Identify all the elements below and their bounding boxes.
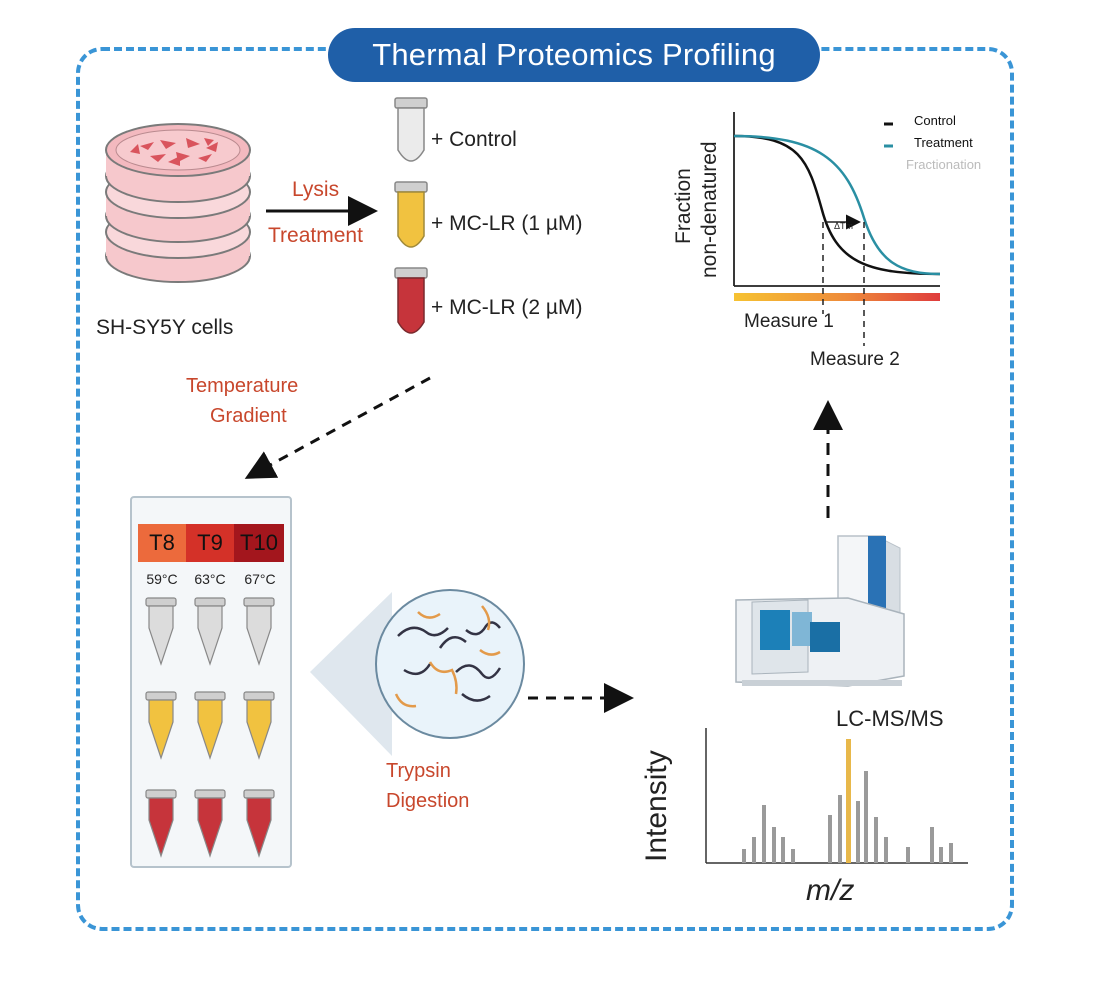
sample-tube-icon (194, 789, 226, 858)
measure1-label: Measure 1 (744, 311, 834, 332)
spectrum-peak-highlight (846, 739, 851, 863)
curve-ylabel-line1: Fraction (672, 168, 695, 244)
temp-box-t8: T8 (138, 524, 186, 562)
spectrum-peak (838, 795, 842, 863)
curve-ylabel-line2: non-denatured (698, 141, 721, 278)
petri-dish-top (105, 123, 251, 203)
treatment-label: Treatment (268, 224, 363, 247)
spectrum-peak (762, 805, 766, 863)
spectrum-peak (949, 843, 953, 863)
trypsin-label: Trypsin (386, 760, 451, 782)
temp-value-t8: 59°C (146, 571, 178, 587)
lysis-label: Lysis (292, 178, 340, 201)
temperature-label: Temperature (186, 375, 299, 397)
legend-fractionation: Fractionation (906, 157, 982, 172)
temp-value-t9: 63°C (194, 571, 226, 587)
tube-mclr-2-icon (394, 267, 428, 334)
sample-tube-icon (194, 597, 226, 666)
spectrum-peak (772, 827, 776, 863)
mass-spectrometer-icon (735, 535, 905, 687)
spectrum-peak (939, 847, 943, 863)
spectrum-peak (856, 801, 860, 863)
cells-label: SH-SY5Y cells (96, 316, 234, 339)
spectrum-peak (884, 837, 888, 863)
spectrum-peak (791, 849, 795, 863)
temperature-gradient-bar (734, 293, 940, 301)
temp-value-t10: 67°C (244, 571, 276, 587)
melting-curve-axes (733, 112, 940, 287)
diagram-title: Thermal Proteomics Profiling (328, 28, 820, 82)
gradient-arrow (244, 376, 431, 479)
spectrum-peak (906, 847, 910, 863)
curve-legend-swatches (884, 122, 893, 148)
sample-tube-icon (145, 691, 177, 760)
digestion-label: Digestion (386, 790, 470, 812)
sample-tube-icon (243, 789, 275, 858)
spectrum-bars (742, 739, 953, 863)
tube-label-mclr-2: + MC-LR (2 µM) (431, 296, 583, 319)
tube-label-mclr-1: + MC-LR (1 µM) (431, 212, 583, 235)
tube-label-control: + Control (431, 128, 517, 151)
control-curve (733, 134, 941, 276)
temp-box-t9: T9 (186, 524, 234, 562)
sample-tube-icon (243, 597, 275, 666)
instrument-label: LC-MS/MS (836, 706, 944, 731)
spectrum-peak (781, 837, 785, 863)
sample-tube-icon (243, 691, 275, 760)
gradient-label: Gradient (210, 405, 287, 427)
zoom-cone (310, 592, 392, 756)
petri-dish-stack (105, 123, 251, 283)
legend-control: Control (914, 113, 956, 128)
temp-box-t10: T10 (234, 524, 284, 562)
measure2-label: Measure 2 (810, 349, 900, 370)
tube-mclr-1-icon (394, 181, 428, 248)
sample-tube-icon (145, 789, 177, 858)
spectrum-peak (864, 771, 868, 863)
spectrum-peak (752, 837, 756, 863)
spectrum-peak (742, 849, 746, 863)
spectrum-axes (705, 728, 968, 864)
tube-control-icon (394, 97, 428, 162)
spectrum-peak (930, 827, 934, 863)
delta-tm-label: ΔTm (834, 221, 854, 231)
peptide-circle-icon (375, 589, 525, 739)
spectrum-peak (874, 817, 878, 863)
legend-treatment: Treatment (914, 135, 973, 150)
treatment-curve (733, 134, 941, 276)
spectrum-peak (828, 815, 832, 863)
spectrum-xlabel: m/z (806, 874, 855, 907)
sample-tube-icon (145, 597, 177, 666)
sample-tube-icon (194, 691, 226, 760)
spectrum-ylabel: Intensity (640, 750, 673, 862)
cell-shapes (130, 138, 218, 166)
